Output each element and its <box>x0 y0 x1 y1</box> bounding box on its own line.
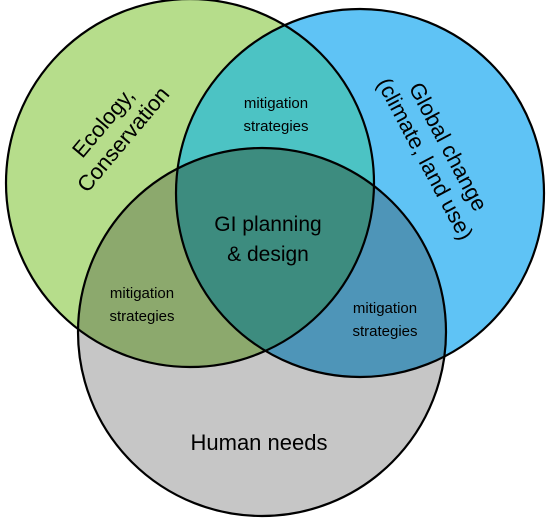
circle-outlines <box>4 0 546 518</box>
eco-human-mitigation-line1: mitigation <box>110 285 174 302</box>
center-label-line1: GI planning <box>214 213 321 236</box>
human-needs-label: Human needs <box>191 430 328 455</box>
eco-global-mitigation-line2: strategies <box>243 118 308 135</box>
eco-global-mitigation-line1: mitigation <box>244 95 308 112</box>
center-overlap <box>176 148 374 367</box>
global-human-mitigation-line2: strategies <box>352 323 417 340</box>
eco-human-mitigation-line2: strategies <box>109 308 174 325</box>
center-label-line2: & design <box>227 243 309 266</box>
global-human-mitigation-line1: mitigation <box>353 300 417 317</box>
